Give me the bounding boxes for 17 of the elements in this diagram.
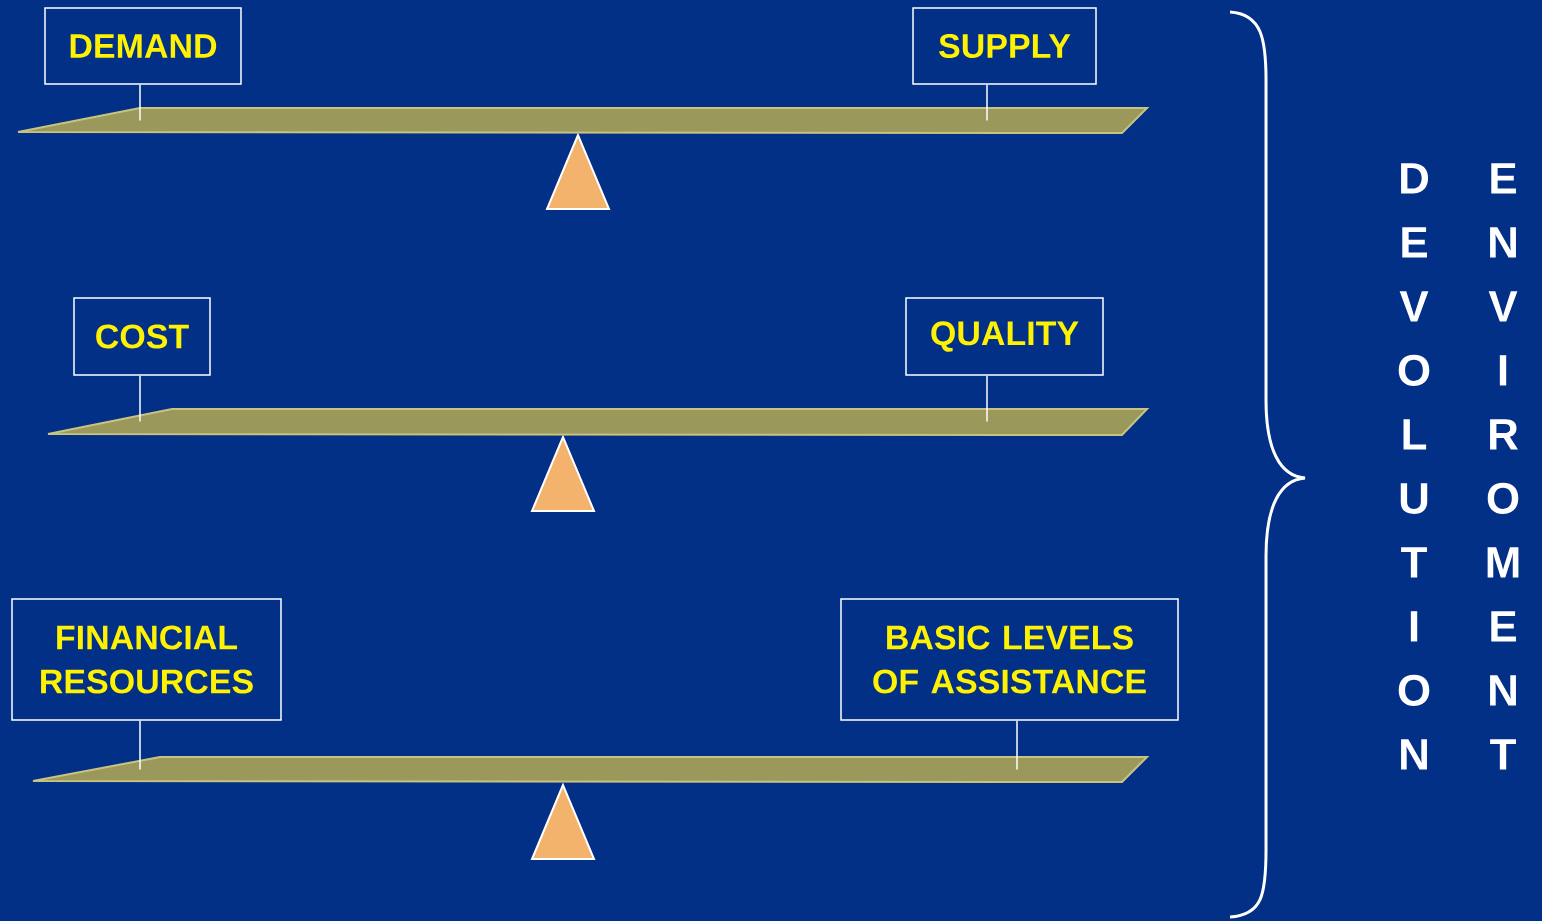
leader-line xyxy=(139,720,141,771)
label-box: QUALITY xyxy=(905,297,1104,376)
leader-line xyxy=(986,375,988,423)
leader-line xyxy=(139,84,141,122)
leader-line xyxy=(1016,720,1018,771)
vertical-label: DEVOLUTION xyxy=(1398,163,1430,770)
seesaw-drawing xyxy=(32,756,1150,860)
label-box: BASIC LEVELS OF ASSISTANCE xyxy=(840,598,1179,721)
label-box: FINANCIAL RESOURCES xyxy=(11,598,282,721)
label-box: COST xyxy=(73,297,211,376)
vertical-label: ENVIROMENT xyxy=(1487,163,1519,770)
seesaw-drawing xyxy=(17,107,1150,210)
label-box: DEMAND xyxy=(44,7,242,85)
seesaw-drawing xyxy=(47,408,1150,512)
leader-line xyxy=(139,375,141,423)
label-box: SUPPLY xyxy=(912,7,1097,85)
leader-line xyxy=(986,84,988,122)
